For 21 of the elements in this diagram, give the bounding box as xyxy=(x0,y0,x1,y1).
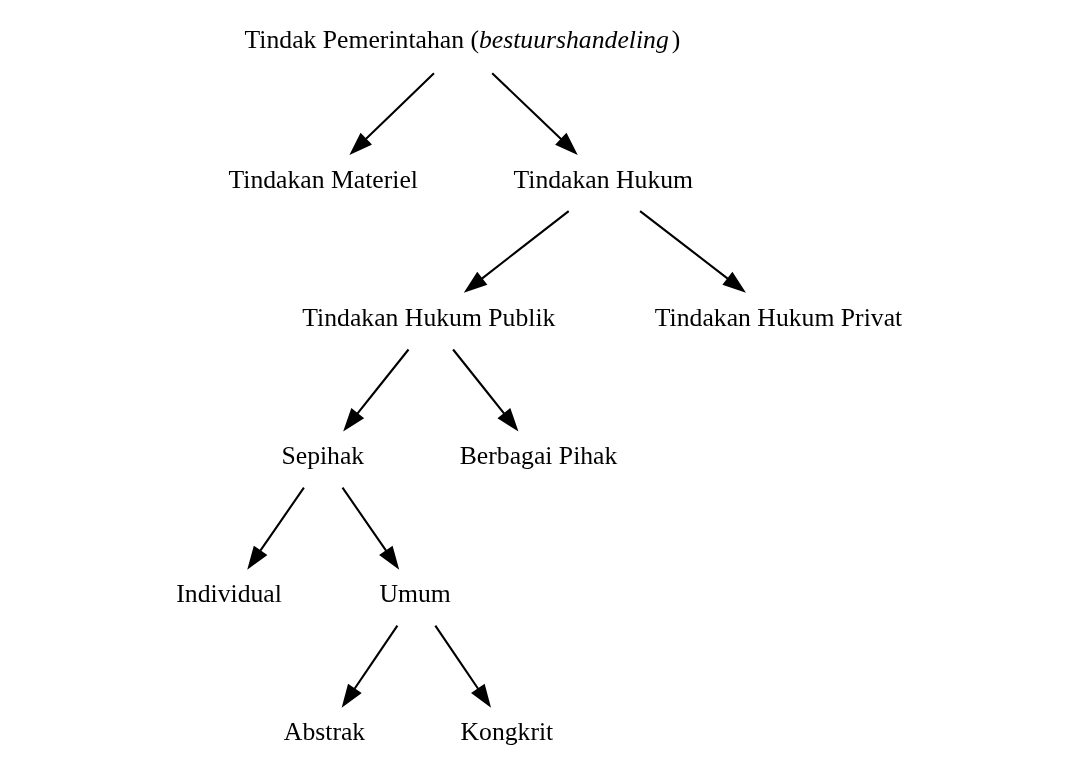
node-text: Berbagai Pihak xyxy=(459,441,617,471)
node-text: Tindakan Hukum Publik xyxy=(301,303,555,333)
node-text: Tindak Pemerintahan (bestuurshandeling) xyxy=(244,25,680,55)
node-text: Umum xyxy=(378,579,451,609)
arrow xyxy=(348,72,435,155)
node-text: Abstrak xyxy=(283,717,365,747)
arrow xyxy=(451,348,518,432)
arrow xyxy=(341,625,398,708)
node-text: Kongkrit xyxy=(460,717,553,747)
node-text: Tindakan Hukum Privat xyxy=(654,303,902,333)
arrow xyxy=(638,210,746,293)
arrow xyxy=(246,487,305,570)
arrow xyxy=(463,210,569,293)
arrow xyxy=(433,625,491,708)
node-text: Sepihak xyxy=(280,441,364,471)
arrow xyxy=(342,348,409,432)
node-text: Tindakan Hukum xyxy=(513,164,693,194)
arrow xyxy=(490,72,578,155)
node-text: Tindakan Materiel xyxy=(227,164,418,194)
node-text: Individual xyxy=(175,579,282,609)
arrow xyxy=(341,487,399,570)
